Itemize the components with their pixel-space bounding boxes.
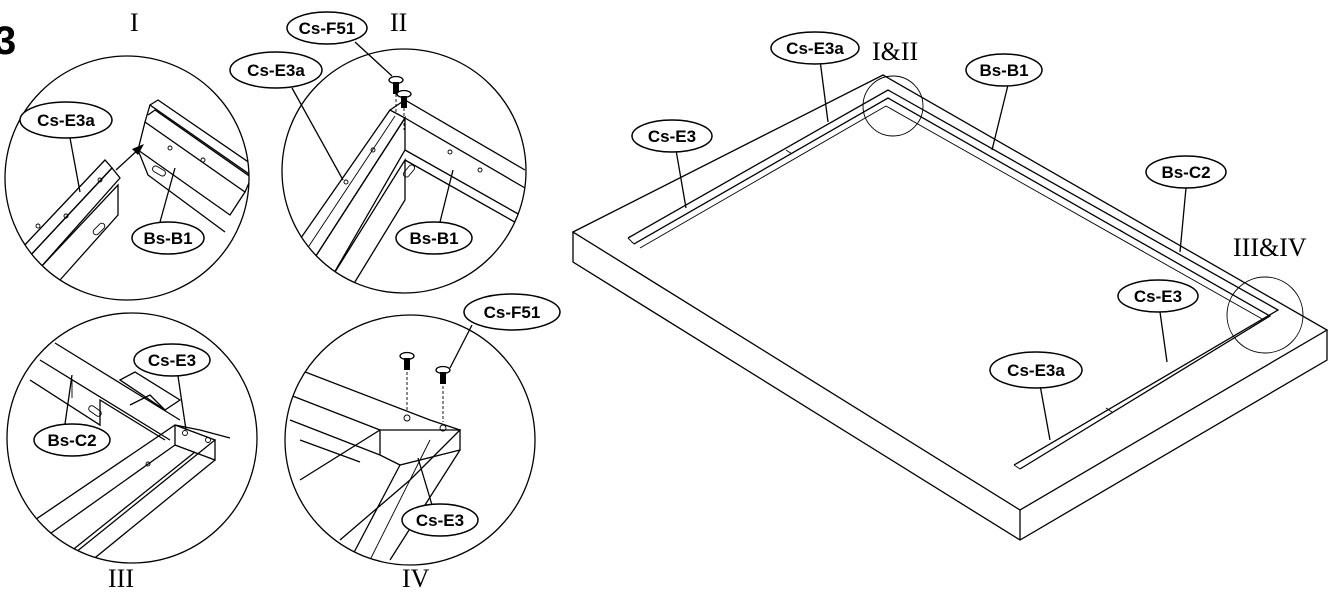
overview-cs-e3-left-label: Cs-E3 (648, 127, 696, 146)
label-oval-bs-b1 (131, 221, 205, 255)
overview-bs-b1-label: Bs-B1 (979, 61, 1028, 80)
overview-cs-e3a-bottom-label: Cs-E3a (1007, 361, 1065, 380)
label-oval-cs-e3a (229, 51, 323, 89)
detail-II-bs-b1-label: Bs-B1 (409, 229, 458, 248)
label-oval-cs-f51 (286, 11, 368, 45)
label-oval-cs-e3 (1117, 279, 1199, 313)
label-oval-cs-e3a (770, 31, 860, 65)
callout-circle-III-IV (1226, 276, 1304, 354)
detail-III-roman: III (108, 564, 134, 592)
overview-cs-e3a-top-label: Cs-E3a (786, 39, 844, 58)
detail-III-cs-e3-label: Cs-E3 (148, 351, 196, 370)
detail-II-cs-e3a-label: Cs-E3a (247, 61, 305, 80)
detail-I-bs-b1-label: Bs-B1 (143, 229, 192, 248)
overview-bs-c2-label: Bs-C2 (1161, 163, 1210, 182)
detail-IV-cs-f51-label: Cs-F51 (484, 303, 541, 322)
detail-II: II Cs-F51 Cs-E3a Bs-B1 (229, 8, 527, 294)
step-number: 3 (0, 19, 16, 63)
label-oval-cs-f51 (463, 293, 561, 331)
detail-III: III Cs-E3 Bs-C2 (6, 312, 258, 592)
overview-callout-I-II: I&II (872, 37, 918, 66)
detail-IV-cs-e3-label: Cs-E3 (416, 511, 464, 530)
overview-drawing: I&II III&IV Cs-E3a Bs-B1 Cs-E3 Bs-C2 Cs-… (571, 31, 1329, 541)
callout-circle-I-II (862, 75, 924, 137)
detail-I-cs-e3a-label: Cs-E3a (37, 111, 95, 130)
label-oval-cs-e3 (631, 119, 713, 153)
detail-I-roman: I (130, 8, 139, 37)
detail-IV: IV Cs-F51 Cs-E3 (284, 293, 561, 592)
label-oval-bs-c2 (1145, 155, 1227, 189)
screw-icon (399, 351, 451, 422)
detail-II-cs-f51-label: Cs-F51 (299, 19, 356, 38)
label-oval-cs-e3 (401, 503, 479, 537)
overview-callout-III-IV: III&IV (1233, 233, 1307, 262)
label-oval-cs-e3a (989, 351, 1083, 389)
label-oval-bs-b1 (965, 53, 1043, 87)
detail-III-bs-c2-label: Bs-C2 (47, 431, 96, 450)
screw-icon (388, 75, 412, 130)
detail-IV-roman: IV (402, 564, 430, 592)
detail-I: I Cs-E3a Bs-B1 (4, 8, 250, 301)
label-oval-bs-c2 (33, 423, 111, 457)
label-oval-cs-e3a (19, 101, 113, 139)
label-oval-bs-b1 (395, 221, 473, 255)
overview-cs-e3-right-label: Cs-E3 (1134, 287, 1182, 306)
label-oval-cs-e3 (133, 343, 211, 377)
detail-II-roman: II (390, 8, 407, 37)
